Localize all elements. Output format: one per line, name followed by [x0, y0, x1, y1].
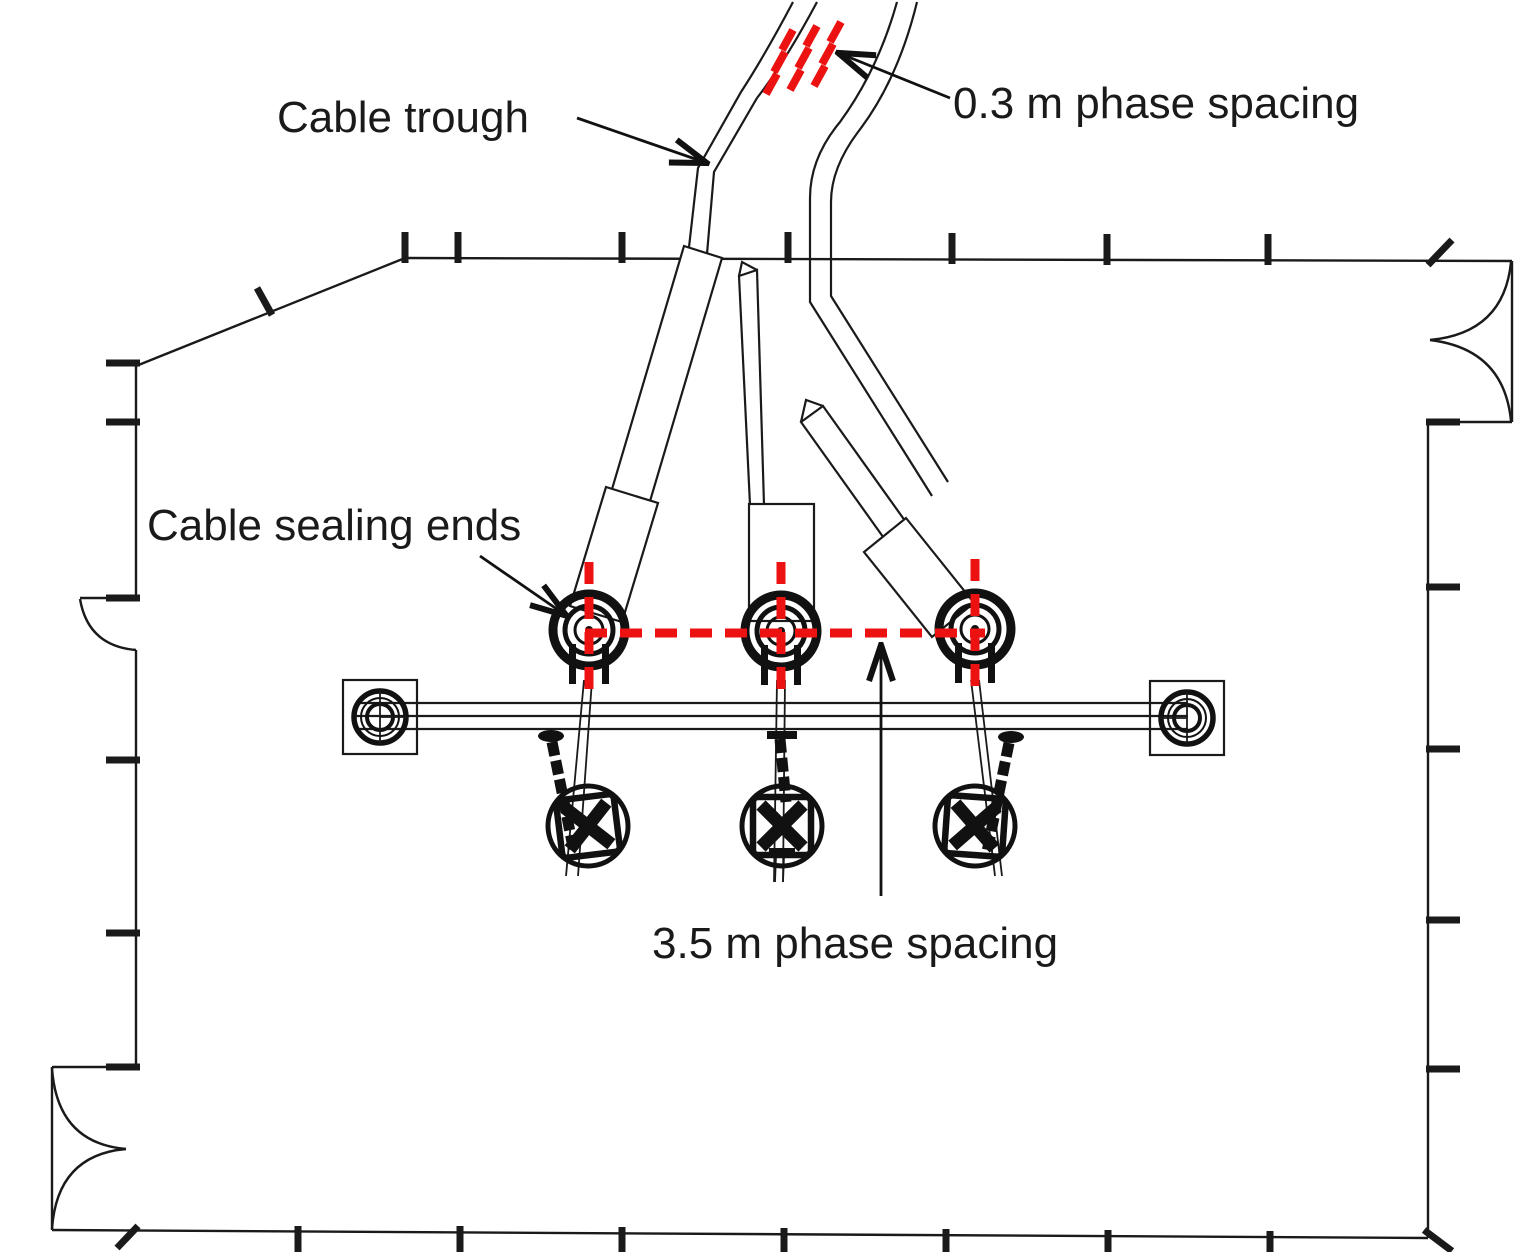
anchor-drum-middle	[739, 783, 825, 869]
busbar-post-right	[1148, 679, 1226, 757]
anchor-drum-right	[932, 783, 1018, 869]
cable-trough-ducts	[568, 244, 976, 639]
phase-spacing-marks	[584, 20, 985, 698]
cable-sealing-ends-label: Cable sealing ends	[147, 501, 522, 550]
wall-tick-marks	[106, 232, 1460, 1252]
cable-trough-arrow	[576, 116, 704, 162]
phase-spacing-small-label: 0.3 m phase spacing	[953, 79, 1360, 128]
busbar	[356, 701, 1188, 731]
cable-trough-label: Cable trough	[277, 93, 529, 142]
room-outline	[50, 256, 1514, 1240]
busbar-post-left	[341, 678, 419, 756]
sealing-ends-arrow	[479, 554, 564, 614]
anchor-drum-left	[545, 783, 631, 869]
phase-spacing-large-label: 3.5 m phase spacing	[652, 919, 1059, 968]
trough-phase-hatch	[762, 20, 845, 96]
phase-spacing-small-arrow	[841, 54, 951, 100]
annotation-arrows	[479, 54, 951, 896]
